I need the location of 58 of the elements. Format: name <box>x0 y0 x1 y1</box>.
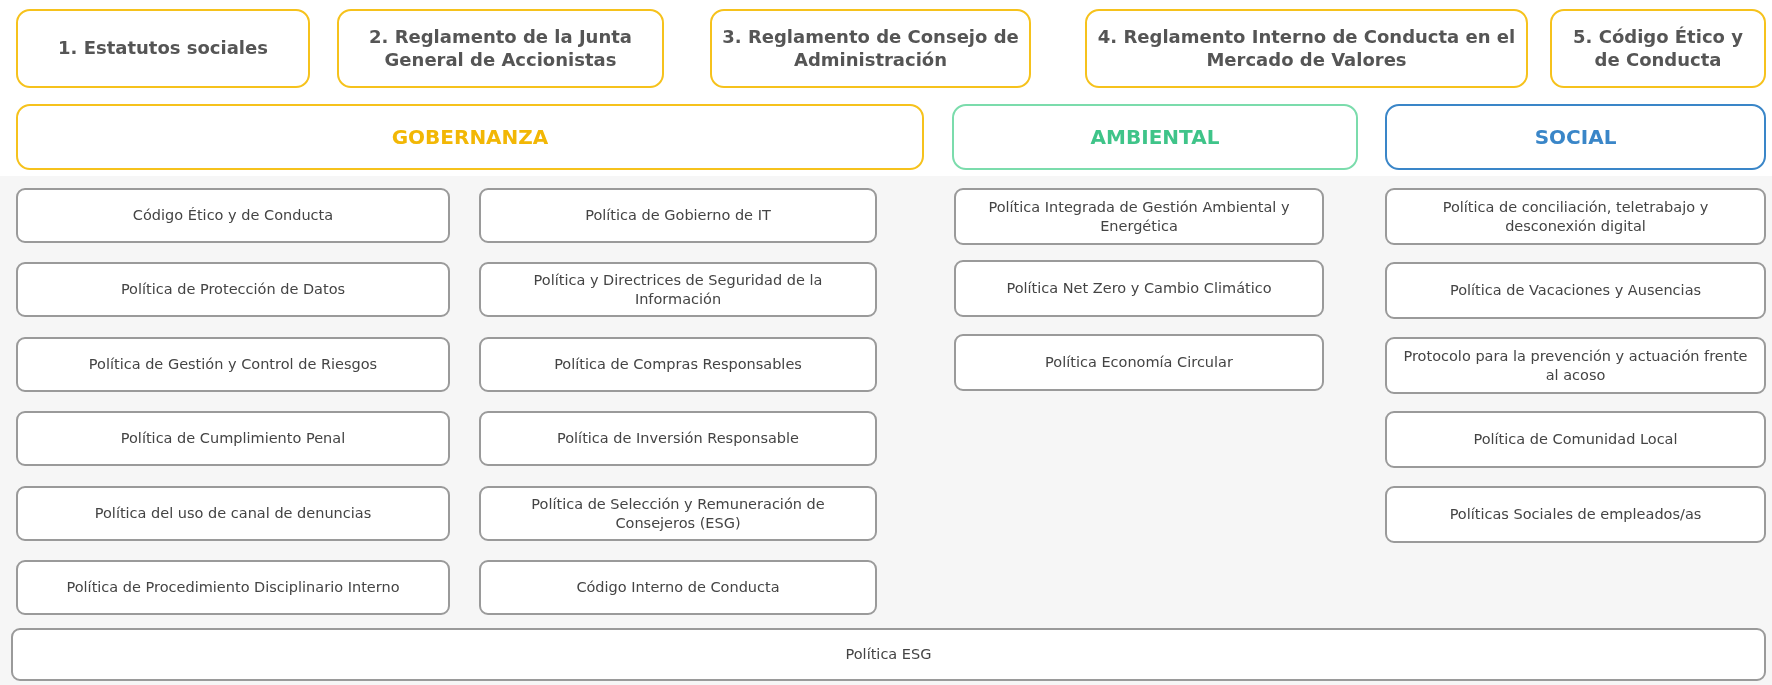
policy-box <box>1385 337 1766 394</box>
document-box <box>16 9 310 88</box>
box-label: 5. Código Ético y de Conducta <box>1572 26 1744 71</box>
policy-box <box>479 486 877 541</box>
box-label: Política y Directrices de Seguridad de la Información <box>532 270 824 309</box>
policy-box <box>1385 486 1766 543</box>
box-label: 3. Reglamento de Consejo de Administración <box>721 26 1020 71</box>
document-box <box>710 9 1031 88</box>
box-label: Política de Vacaciones y Ausencias <box>1448 281 1703 300</box>
policy-box <box>954 334 1324 391</box>
box-label: 1. Estatutos sociales <box>57 37 269 60</box>
box-label: Política de Gobierno de IT <box>584 206 772 225</box>
box-label: Política de Selección y Remuneración de Consejeros (ESG) <box>530 494 826 533</box>
box-label: Política Net Zero y Cambio Climático <box>1005 279 1273 298</box>
document-box <box>1085 9 1528 88</box>
box-label: Política del uso de canal de denuncias <box>93 504 373 523</box>
box-label: Política de Gestión y Control de Riesgos <box>87 355 379 374</box>
policy-box <box>16 337 450 392</box>
document-box <box>1550 9 1766 88</box>
policy-box <box>16 411 450 466</box>
box-label: Política ESG <box>844 645 933 664</box>
box-label: Código Interno de Conducta <box>575 578 781 597</box>
policy-box <box>954 260 1324 317</box>
policy-box <box>479 262 877 317</box>
policy-box <box>1385 188 1766 245</box>
box-label: AMBIENTAL <box>1089 125 1221 149</box>
policy-box <box>1385 262 1766 319</box>
box-label: 2. Reglamento de la Junta General de Accionistas <box>368 26 633 71</box>
box-label: Políticas Sociales de empleados/as <box>1448 505 1703 524</box>
box-label: GOBERNANZA <box>390 125 550 149</box>
policy-box <box>16 560 450 615</box>
box-label: Protocolo para la prevención y actuación frente al acoso <box>1402 346 1749 385</box>
document-box <box>337 9 664 88</box>
policy-box <box>479 560 877 615</box>
box-label: Política de Cumplimiento Penal <box>119 429 347 448</box>
policy-box <box>16 188 450 243</box>
box-label: Política de Comunidad Local <box>1472 430 1679 449</box>
policy-box <box>1385 411 1766 468</box>
box-label: Política de Protección de Datos <box>119 280 347 299</box>
policy-box <box>16 262 450 317</box>
box-label: Política de Compras Responsables <box>553 355 803 374</box>
box-label: Política de conciliación, teletrabajo y desconexión digital <box>1441 197 1710 236</box>
policy-box <box>954 188 1324 245</box>
box-label: Política de Procedimiento Disciplinario Interno <box>65 578 401 597</box>
box-label: Política de Inversión Responsable <box>556 429 800 448</box>
category-header <box>1385 104 1766 170</box>
box-label: Política Economía Circular <box>1044 353 1234 372</box>
policy-box <box>16 486 450 541</box>
box-label: Política Integrada de Gestión Ambiental y Energética <box>987 197 1291 236</box>
category-header <box>952 104 1358 170</box>
box-label: Código Ético y de Conducta <box>131 206 335 225</box>
box-label: 4. Reglamento Interno de Conducta en el Mercado de Valores <box>1096 26 1517 71</box>
policy-box <box>479 188 877 243</box>
category-header <box>16 104 924 170</box>
policy-box <box>479 411 877 466</box>
box-label: SOCIAL <box>1533 125 1618 149</box>
policy-box <box>11 628 1766 681</box>
policy-box <box>479 337 877 392</box>
